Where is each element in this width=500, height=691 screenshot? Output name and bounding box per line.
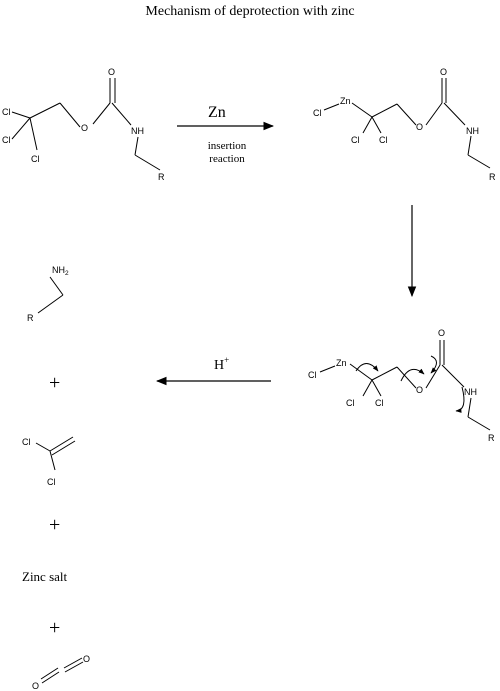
atom-o-ester: O — [416, 385, 423, 395]
atom-nh: NH — [466, 126, 479, 136]
atom-o-ester: O — [81, 123, 88, 133]
condition-line-2: reaction — [209, 153, 245, 165]
atom-cl-2: Cl — [47, 477, 56, 487]
atom-cl-b: Cl — [375, 398, 384, 408]
curved-arrow-4 — [455, 386, 465, 413]
product-carbon-dioxide: O O — [32, 654, 90, 691]
atom-r: R — [27, 313, 34, 323]
atom-cl-b: Cl — [379, 135, 388, 145]
arrow-zn-insertion: Zn insertion reaction — [177, 104, 275, 165]
product-amine: NH2 R — [27, 265, 69, 323]
atom-o-carbonyl: O — [440, 67, 447, 77]
atom-nh: NH — [464, 387, 477, 397]
arrow-acid-workup: H+ — [155, 355, 271, 386]
atom-o-carbonyl: O — [108, 67, 115, 77]
elimination-intermediate-molecule: Cl Zn Cl Cl O O NH R — [308, 328, 495, 443]
organozinc-intermediate-molecule: Cl Zn Cl Cl O O NH R — [313, 67, 496, 182]
zinc-salt-label: Zinc salt — [22, 569, 68, 584]
atom-o-carbonyl: O — [438, 328, 445, 338]
atom-zn: Zn — [340, 96, 351, 106]
plus-sign-3: + — [49, 617, 60, 639]
troc-carbamate-molecule: Cl Cl Cl O O NH R — [2, 67, 165, 182]
plus-sign-2: + — [49, 514, 60, 536]
atom-nh2: NH2 — [52, 265, 69, 277]
atom-cl-zn: Cl — [313, 108, 322, 118]
plus-sign-1: + — [49, 372, 60, 394]
atom-cl-a: Cl — [346, 398, 355, 408]
atom-r: R — [489, 172, 496, 182]
atom-o-ester: O — [416, 122, 423, 132]
atom-zn: Zn — [336, 358, 347, 368]
atom-r: R — [158, 172, 165, 182]
atom-cl-a: Cl — [351, 135, 360, 145]
atom-cl-3: Cl — [31, 154, 40, 164]
atom-cl-1: Cl — [2, 107, 11, 117]
curved-arrow-1 — [355, 363, 379, 372]
reagent-zn-label: Zn — [208, 104, 226, 121]
product-dichloroethylene: Cl Cl — [22, 436, 76, 487]
atom-cl-1: Cl — [22, 437, 31, 447]
reagent-h-label: H+ — [214, 355, 229, 373]
scheme-title: Mechanism of deprotection with zinc — [145, 4, 355, 19]
atom-r: R — [488, 433, 495, 443]
atom-nh: NH — [131, 126, 144, 136]
condition-line-1: insertion — [208, 140, 247, 152]
curved-arrow-3 — [430, 355, 437, 374]
atom-cl-2: Cl — [2, 135, 11, 145]
curved-arrow-2 — [400, 368, 425, 382]
atom-cl-zn: Cl — [308, 370, 317, 380]
atom-o-2: O — [83, 654, 90, 664]
atom-o-1: O — [32, 681, 39, 691]
